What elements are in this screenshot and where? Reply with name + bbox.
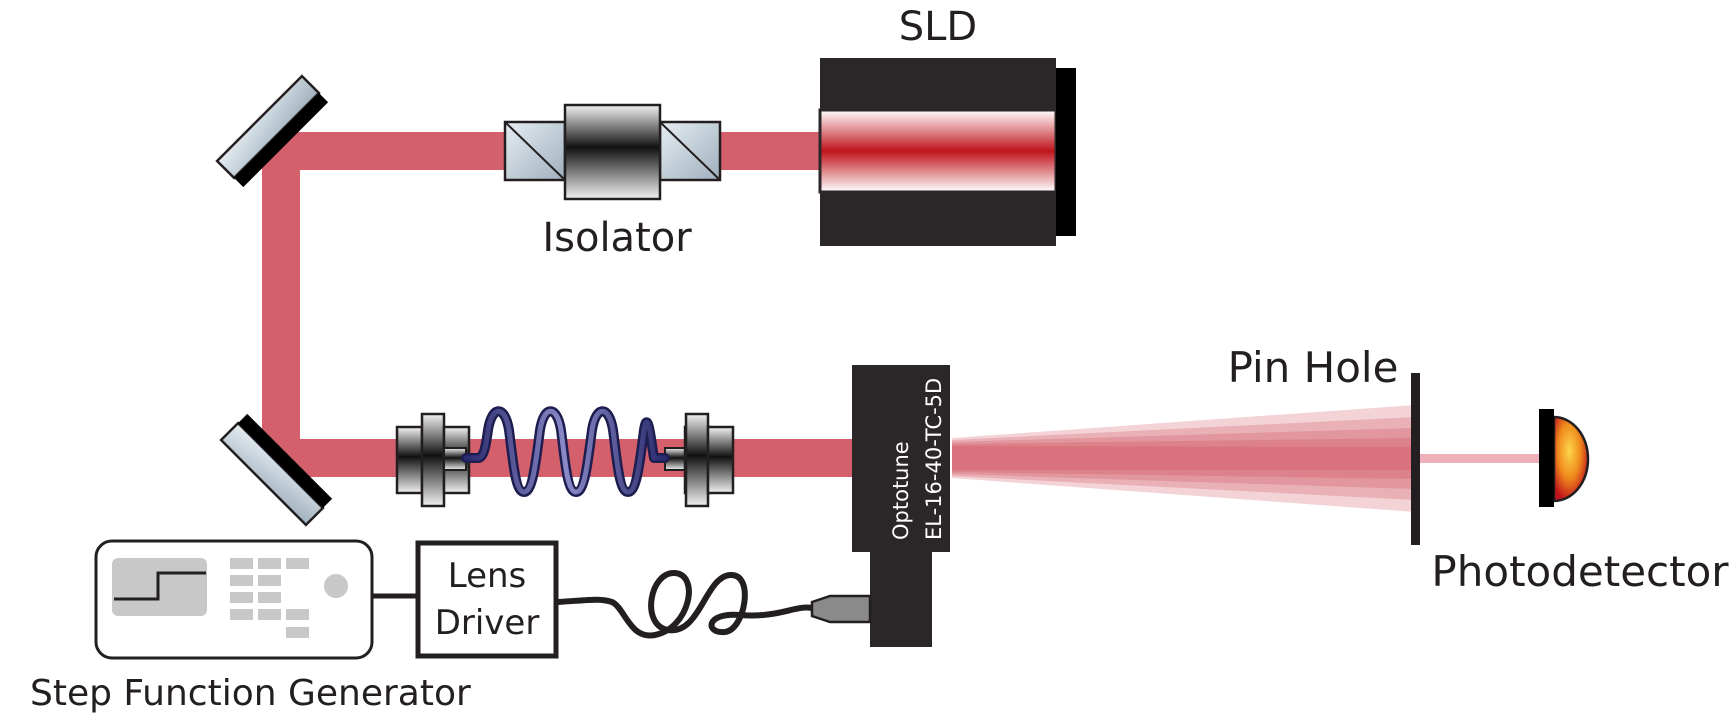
pin-hole-plate: [1411, 373, 1420, 545]
sld-label: SLD: [899, 4, 977, 50]
step-function-generator: [94, 539, 374, 660]
lens-cable: [555, 570, 872, 639]
beam-after-pinhole: [1412, 454, 1544, 463]
fiber-coupler-right: [664, 412, 735, 508]
sld-source: [818, 58, 1076, 246]
optotune-label-line1: Optotune: [889, 441, 913, 540]
optotune-lens: [852, 365, 950, 647]
isolator-label: Isolator: [542, 215, 692, 261]
mirror-bottom: [219, 413, 333, 527]
coiled-fiber: [461, 406, 670, 497]
fiber-coupler-left: [395, 412, 471, 508]
step-function-generator-label: Step Function Generator: [30, 673, 471, 714]
diverging-beam-cone: [952, 405, 1415, 512]
photodetector: [1539, 409, 1590, 507]
optical-isolator: [503, 103, 722, 201]
photodetector-label: Photodetector: [1431, 547, 1729, 596]
generator-buttons: [230, 558, 348, 638]
beam-vertical-segment: [262, 132, 300, 477]
lens-driver-label-line2: Driver: [435, 603, 540, 643]
step-waveform-icon: [112, 558, 207, 616]
beam-bottom-segment: [262, 439, 852, 477]
pin-hole-label: Pin Hole: [1228, 343, 1399, 392]
mirror-top: [215, 74, 329, 188]
lens-driver: [415, 540, 559, 659]
lens-driver-label-line1: Lens: [448, 556, 527, 596]
optotune-model-label: EL-16-40-TC-5D: [922, 378, 946, 540]
